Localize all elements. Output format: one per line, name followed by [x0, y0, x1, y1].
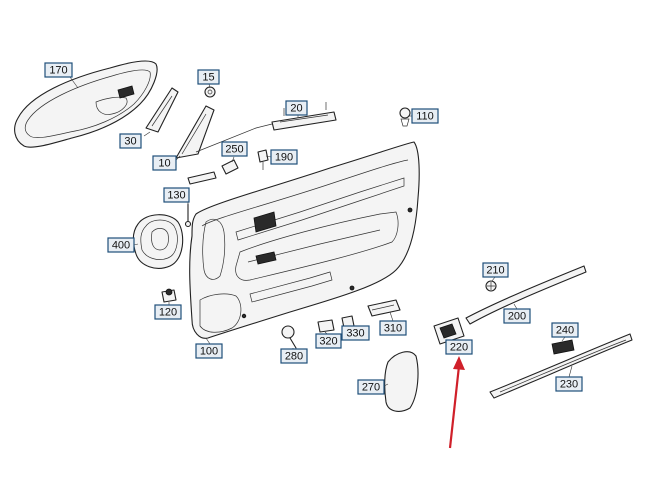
part-20-trim-strip — [271, 102, 337, 131]
callout-110: 110 — [411, 108, 439, 124]
callout-box-10 — [152, 155, 177, 171]
callout-text-310: 310 — [384, 323, 402, 335]
callout-box-280 — [280, 348, 308, 364]
callout-text-240: 240 — [556, 325, 574, 337]
callout-200: 200 — [503, 308, 531, 324]
part-230-lower-trim-strip — [489, 333, 633, 399]
callout-text-170: 170 — [49, 65, 67, 77]
part-110-clip — [399, 107, 411, 127]
callout-box-220 — [445, 339, 473, 355]
callout-text-280: 280 — [285, 351, 303, 363]
part-100-door-panel — [189, 141, 420, 339]
callout-400: 400 — [107, 237, 135, 253]
callout-230: 230 — [555, 376, 583, 392]
part-250-clip — [221, 159, 239, 175]
callout-330: 330 — [341, 325, 370, 341]
callout-text-220: 220 — [450, 342, 468, 354]
callout-text-250: 250 — [225, 144, 243, 156]
callout-text-210: 210 — [486, 265, 504, 277]
part-190-fastener — [257, 149, 269, 170]
callout-box-310 — [379, 320, 407, 336]
callout-15: 15 — [197, 69, 220, 85]
callout-box-190 — [270, 149, 298, 165]
part-170-armrest-frame — [14, 60, 158, 148]
callout-120: 120 — [154, 304, 182, 320]
part-10-mirror-triangle — [175, 105, 273, 159]
callout-text-30: 30 — [124, 136, 136, 148]
callout-text-15: 15 — [202, 72, 214, 84]
part-220-door-handle — [433, 317, 465, 345]
callout-text-230: 230 — [560, 379, 578, 391]
callout-box-200 — [503, 308, 531, 324]
highlight-arrow — [448, 356, 465, 449]
callout-box-20 — [285, 100, 308, 116]
callout-text-130: 130 — [167, 190, 185, 202]
part-400-speaker-ring — [132, 214, 184, 269]
callout-box-120 — [154, 304, 182, 320]
callout-20: 20 — [285, 100, 308, 116]
callout-310: 310 — [379, 320, 407, 336]
callout-30: 30 — [119, 133, 142, 149]
callout-text-320: 320 — [319, 336, 337, 348]
callout-text-400: 400 — [112, 240, 130, 252]
callout-250: 250 — [221, 141, 248, 157]
callout-box-230 — [555, 376, 583, 392]
callout-270: 270 — [357, 379, 385, 395]
part-320-bulb-holder — [317, 319, 335, 333]
callout-text-110: 110 — [416, 111, 434, 123]
callout-210: 210 — [482, 262, 509, 278]
callout-labels: 170 15 20 110 30 250 190 10 130 400 120 100 280 320 33… — [44, 62, 583, 395]
callout-170: 170 — [44, 62, 73, 78]
callout-box-320 — [315, 333, 342, 349]
callout-box-15 — [197, 69, 220, 85]
part-120-push-clip — [161, 288, 177, 303]
callout-text-120: 120 — [159, 307, 177, 319]
part-130-pin — [184, 203, 192, 228]
callout-text-100: 100 — [200, 346, 218, 358]
part-310-light-housing — [367, 299, 401, 317]
callout-text-330: 330 — [346, 328, 364, 340]
part-270-insulation-pad — [384, 351, 419, 412]
callout-box-270 — [357, 379, 385, 395]
callout-text-200: 200 — [508, 311, 526, 323]
callout-text-10: 10 — [158, 158, 170, 170]
callout-box-240 — [551, 322, 579, 338]
part-210-clip — [485, 280, 497, 292]
part-200-upper-trim-strip — [465, 265, 587, 325]
callout-240: 240 — [551, 322, 579, 338]
callout-box-330 — [341, 325, 370, 341]
part-280-screw — [281, 325, 297, 349]
callout-text-270: 270 — [362, 382, 380, 394]
callout-220: 220 — [445, 339, 473, 355]
callout-280: 280 — [280, 348, 308, 364]
callout-320: 320 — [315, 333, 342, 349]
callout-box-100 — [195, 343, 223, 359]
callout-190: 190 — [270, 149, 298, 165]
callout-box-400 — [107, 237, 135, 253]
part-240-switch — [551, 339, 575, 355]
part-door-top-tab — [187, 171, 217, 185]
callout-10: 10 — [152, 155, 177, 171]
leader-lines — [69, 76, 573, 387]
callout-box-170 — [44, 62, 73, 78]
part-30-corner-trim — [145, 87, 179, 133]
callout-box-130 — [163, 187, 190, 203]
callout-text-20: 20 — [290, 103, 302, 115]
callout-100: 100 — [195, 343, 223, 359]
callout-box-210 — [482, 262, 509, 278]
callout-box-30 — [119, 133, 142, 149]
callout-box-110 — [411, 108, 439, 124]
callout-130: 130 — [163, 187, 190, 203]
part-15-clip — [204, 86, 216, 98]
callout-box-250 — [221, 141, 248, 157]
callout-text-190: 190 — [275, 152, 293, 164]
